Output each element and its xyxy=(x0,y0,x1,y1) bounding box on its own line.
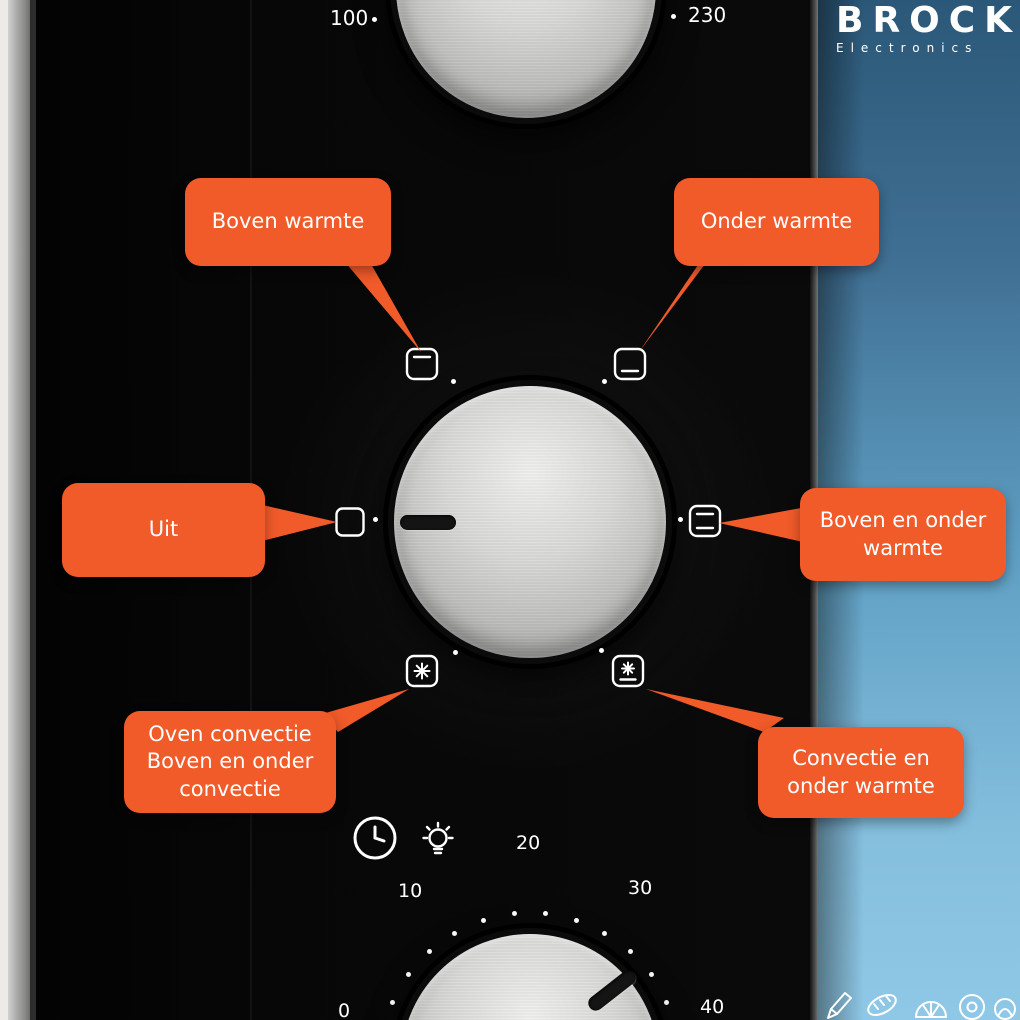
tick-dot xyxy=(452,931,457,936)
callout-convectie-onder-warmte: Convectie en onder warmte xyxy=(758,727,964,818)
callout-label: Onder warmte xyxy=(700,209,853,234)
pretzel-icon xyxy=(994,998,1016,1020)
tick-dot xyxy=(649,972,654,977)
tick-dot xyxy=(390,1000,395,1005)
baguette-icon xyxy=(867,994,897,1016)
top-heat-icon xyxy=(404,346,440,382)
tick-dot xyxy=(602,379,607,384)
callout-label: Boven en onder warmte xyxy=(819,508,987,560)
tick-dot xyxy=(512,911,517,916)
bottom-heat-icon xyxy=(612,346,648,382)
callout-boven-en-onder-warmte: Boven en onder warmte xyxy=(800,488,1006,581)
tick-dot xyxy=(451,379,456,384)
shell-icon xyxy=(915,1001,947,1018)
function-knob[interactable] xyxy=(388,380,672,664)
tick-dot xyxy=(481,918,486,923)
callout-oven-convectie: Oven convectie Boven en onder convectie xyxy=(124,711,336,813)
brand-subtitle: Electronics xyxy=(836,40,979,55)
timer-knob-indicator xyxy=(585,967,639,1014)
callout-label: Uit xyxy=(148,517,179,542)
tick-dot xyxy=(427,949,432,954)
tick-dot xyxy=(602,931,607,936)
timer-label-0: 0 xyxy=(338,1000,351,1020)
tick-dot xyxy=(574,918,579,923)
temperature-min-label: 100 xyxy=(330,6,369,30)
tick-dot xyxy=(543,911,548,916)
callout-label: Oven convectie Boven en onder convectie xyxy=(146,722,314,801)
function-knob-indicator xyxy=(400,515,456,530)
timer-label-20: 20 xyxy=(516,832,541,854)
callout-uit: Uit xyxy=(62,483,265,577)
callout-label: Boven warmte xyxy=(211,209,365,234)
temperature-min-tick xyxy=(372,17,377,22)
left-panel-seam xyxy=(30,0,36,1020)
tick-dot xyxy=(599,648,604,653)
tick-dot xyxy=(453,650,458,655)
food-mode-icons xyxy=(827,992,1016,1020)
tick-dot xyxy=(406,972,411,977)
tick-dot xyxy=(664,1000,669,1005)
brand-logo: BROCK Electronics xyxy=(836,2,1020,55)
convection-icon xyxy=(404,653,440,689)
timer-label-10: 10 xyxy=(398,880,423,902)
donut-icon xyxy=(959,994,985,1020)
timer-label-40: 40 xyxy=(700,996,725,1018)
tick-dot xyxy=(628,949,633,954)
light-bulb-icon xyxy=(416,820,460,868)
temperature-max-tick xyxy=(671,14,676,19)
left-edge-highlight xyxy=(0,0,8,1020)
off-icon xyxy=(332,504,368,540)
tick-dot xyxy=(678,517,683,522)
callout-boven-warmte: Boven warmte xyxy=(185,178,391,266)
temperature-max-label: 230 xyxy=(688,3,727,27)
clock-icon xyxy=(351,814,399,866)
pencil-icon xyxy=(827,992,852,1019)
callout-label: Convectie en onder warmte xyxy=(787,746,935,798)
tick-dot xyxy=(373,517,378,522)
callout-onder-warmte: Onder warmte xyxy=(674,178,879,266)
brand-name: BROCK xyxy=(836,0,1020,41)
left-metal-strip xyxy=(8,0,30,1020)
convection-bottom-heat-icon xyxy=(610,653,646,689)
top-bottom-heat-icon xyxy=(687,503,723,539)
timer-label-30: 30 xyxy=(628,877,653,899)
